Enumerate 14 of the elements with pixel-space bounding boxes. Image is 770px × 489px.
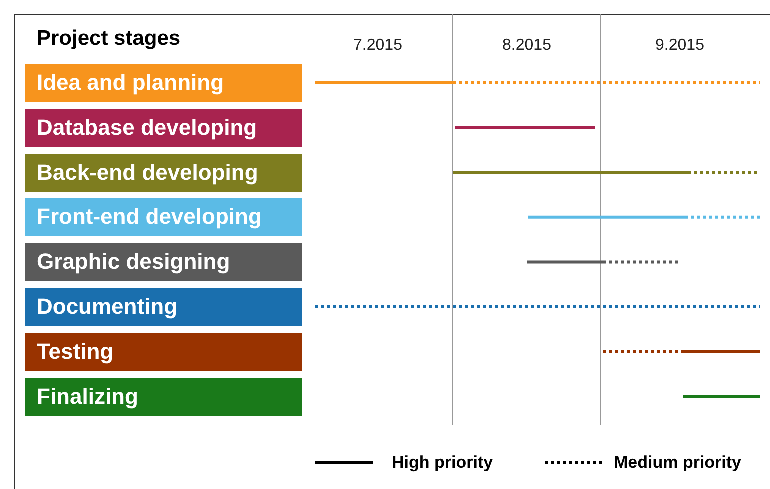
legend-label: Medium priority [614, 453, 742, 473]
stage-label-bar: Graphic designing [25, 243, 302, 282]
month-header: 7.2015 [352, 37, 404, 55]
stage-label-bar: Testing [25, 332, 302, 371]
legend-label: High priority [392, 453, 494, 473]
stage-label-bar: Documenting [25, 288, 302, 326]
stage-label-bar: Idea and planning [25, 64, 302, 102]
stage-label-bar: Front-end developing [25, 198, 302, 236]
stage-label-bar: Finalizing [25, 378, 302, 416]
column-heading: Project stages [37, 27, 181, 51]
stage-label-bar: Back-end developing [25, 154, 302, 192]
stage-label-bar: Database developing [25, 108, 302, 147]
month-header: 9.2015 [654, 37, 706, 55]
month-header: 8.2015 [502, 37, 552, 55]
